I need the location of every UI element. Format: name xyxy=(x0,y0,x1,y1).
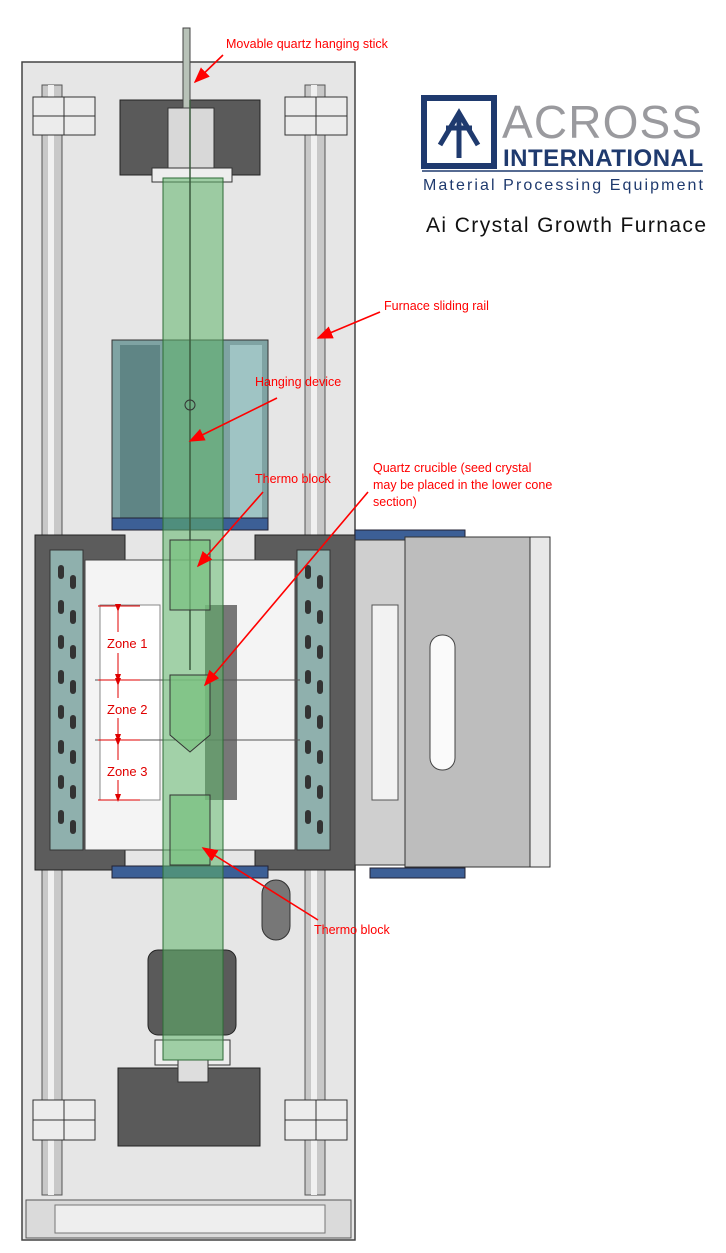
zone-3-label: Zone 3 xyxy=(107,764,147,779)
callout-crucible-line3: section) xyxy=(373,495,417,509)
logo-tagline: Material Processing Equipment xyxy=(423,177,704,194)
callout-crucible-line2: may be placed in the lower cone xyxy=(373,478,552,492)
quartz-tube xyxy=(162,100,224,1061)
callout-crucible-line1: Quartz crucible (seed crystal xyxy=(373,461,531,475)
logo-mark-icon xyxy=(421,95,497,169)
across-logo: ACROSS INTERNATIONAL Material Processing… xyxy=(421,95,704,194)
door-handle xyxy=(429,634,456,771)
zone-2-label: Zone 2 xyxy=(107,702,147,717)
logo-brand-line1: ACROSS xyxy=(502,96,702,148)
callout-quartz-stick: Movable quartz hanging stick xyxy=(226,37,389,51)
callout-thermo-block-top: Thermo block xyxy=(255,472,331,486)
zone-markers xyxy=(98,604,140,802)
callout-arrows xyxy=(188,54,381,921)
rail-brackets xyxy=(32,96,348,1141)
furnace-door xyxy=(354,529,551,879)
zone-1-label: Zone 1 xyxy=(107,636,147,651)
quartz-hanging-stick xyxy=(182,27,191,109)
quartz-crucible xyxy=(169,674,211,753)
callout-hanging-device: Hanging device xyxy=(255,375,341,389)
callout-sliding-rail: Furnace sliding rail xyxy=(384,299,489,313)
callout-thermo-block-bottom: Thermo block xyxy=(314,923,390,937)
thermo-block-bottom xyxy=(169,794,211,866)
thermo-block-top xyxy=(169,539,211,611)
diagram-title: Ai Crystal Growth Furnace xyxy=(426,214,706,237)
logo-brand-line2: INTERNATIONAL xyxy=(503,145,703,172)
